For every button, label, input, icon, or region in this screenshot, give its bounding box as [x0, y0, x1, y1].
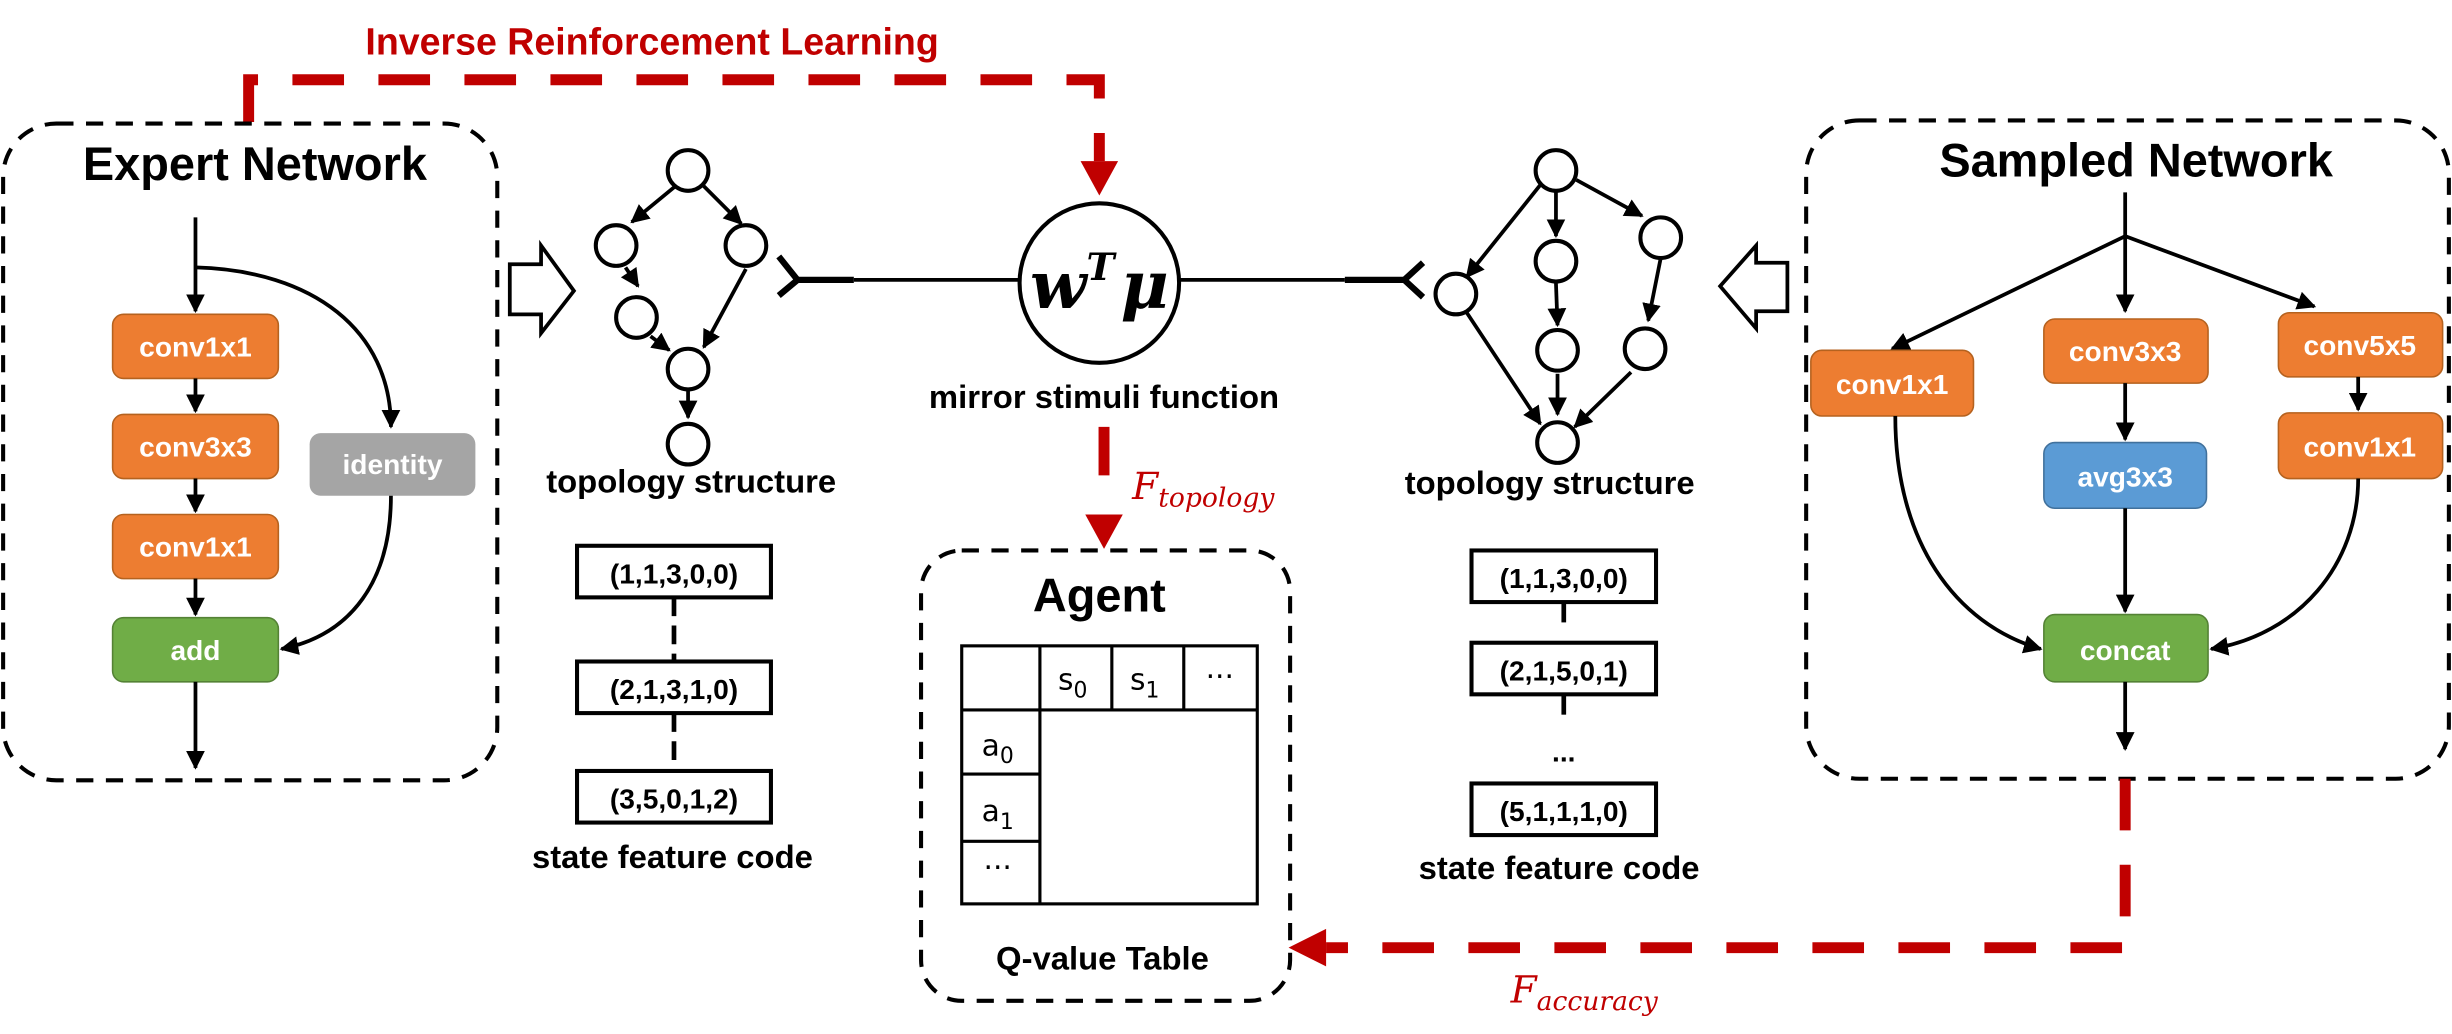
svg-text:(1,1,3,0,0): (1,1,3,0,0)	[1500, 563, 1628, 594]
svg-text:concat: concat	[2080, 635, 2171, 666]
sampled-op-conv1x1-a: conv1x1	[1810, 349, 1975, 417]
f-topology-arrowhead-icon	[1085, 514, 1123, 549]
expert-network-title: Expert Network	[83, 138, 428, 190]
svg-text:avg3x3: avg3x3	[2077, 461, 2172, 492]
f-accuracy-path: Faccuracy	[1288, 778, 2131, 1017]
ellipsis: ...	[1552, 737, 1575, 768]
right-code-label: state feature code	[1419, 849, 1700, 886]
svg-text:conv1x1: conv1x1	[139, 332, 252, 363]
left-topology-graph: topology structure	[546, 148, 836, 500]
svg-text:Faccuracy: Faccuracy	[1510, 967, 1659, 1017]
agent-title: Agent	[1033, 569, 1166, 621]
svg-text:···: ···	[984, 850, 1012, 885]
svg-text:Ftopology: Ftopology	[1131, 464, 1275, 514]
svg-text:(2,1,3,1,0): (2,1,3,1,0)	[610, 674, 738, 705]
f-topology-path: Ftopology	[1085, 426, 1275, 549]
svg-text:a1: a1	[982, 794, 1014, 835]
expert-op-conv1x1-b: conv1x1	[111, 513, 280, 580]
expert-op-identity: identity	[309, 433, 476, 496]
svg-text:(3,5,0,1,2): (3,5,0,1,2)	[610, 783, 738, 814]
svg-text:conv1x1: conv1x1	[1836, 369, 1949, 400]
svg-text:conv1x1: conv1x1	[2303, 432, 2416, 463]
irl-arrowhead-icon	[1080, 161, 1119, 196]
expert-network-panel: Expert Network conv1x1 conv3x3 conv1x1 a…	[1, 121, 500, 783]
right-topology-label: topology structure	[1405, 464, 1695, 501]
left-code-label: state feature code	[532, 838, 813, 875]
right-state-codes: (1,1,3,0,0) (2,1,5,0,1) ... (5,1,1,1,0) …	[1419, 548, 1700, 886]
svg-text:(1,1,3,0,0): (1,1,3,0,0)	[610, 558, 738, 589]
sampled-op-concat: concat	[2043, 613, 2209, 683]
irl-feedback-path: Inverse Reinforcement Learning	[243, 21, 1119, 196]
hollow-arrow-left-icon	[1717, 240, 1790, 334]
svg-text:conv1x1: conv1x1	[139, 532, 252, 563]
svg-text:conv5x5: conv5x5	[2303, 330, 2416, 361]
left-state-codes: (1,1,3,0,0) (2,1,3,1,0) (3,5,0,1,2) stat…	[532, 543, 813, 875]
expert-op-add: add	[111, 616, 280, 683]
svg-text:conv3x3: conv3x3	[139, 432, 252, 463]
sampled-op-conv1x1-b: conv1x1	[2277, 412, 2444, 480]
svg-text:(5,1,1,1,0): (5,1,1,1,0)	[1500, 796, 1628, 827]
expert-op-conv3x3: conv3x3	[111, 413, 280, 480]
agent-panel: Agent s0 s1 ··· a0 a1 ··· Q-value Table	[919, 548, 1293, 1003]
svg-text:identity: identity	[342, 449, 442, 480]
svg-text:s0: s0	[1058, 663, 1087, 704]
right-topology-graph: topology structure	[1405, 148, 1695, 501]
mirror-connectors	[776, 254, 1426, 300]
svg-text:s1: s1	[1130, 663, 1159, 704]
f-accuracy-arrowhead-icon	[1288, 928, 1327, 967]
svg-text:wTμ: wTμ	[1030, 245, 1169, 324]
sampled-op-conv3x3: conv3x3	[2043, 318, 2209, 384]
sampled-network-panel: Sampled Network conv1x1 conv3x3 conv5x5 …	[1804, 118, 2451, 781]
mirror-function-label: mirror stimuli function	[929, 378, 1279, 415]
sampled-network-title: Sampled Network	[1939, 135, 2334, 187]
svg-text:add: add	[170, 635, 220, 666]
expert-op-conv1x1-a: conv1x1	[111, 313, 280, 380]
irl-label: Inverse Reinforcement Learning	[365, 21, 938, 63]
sampled-op-avg3x3: avg3x3	[2043, 441, 2208, 510]
svg-text:a0: a0	[982, 728, 1014, 769]
hollow-arrow-right-icon	[507, 239, 577, 339]
left-topology-label: topology structure	[546, 463, 836, 500]
svg-text:conv3x3: conv3x3	[2069, 336, 2182, 367]
q-value-table: s0 s1 ··· a0 a1 ···	[960, 644, 1259, 906]
q-value-table-label: Q-value Table	[996, 940, 1209, 977]
svg-text:···: ···	[1206, 660, 1234, 695]
svg-text:(2,1,5,0,1): (2,1,5,0,1)	[1500, 655, 1628, 686]
sampled-op-conv5x5: conv5x5	[2277, 311, 2444, 378]
